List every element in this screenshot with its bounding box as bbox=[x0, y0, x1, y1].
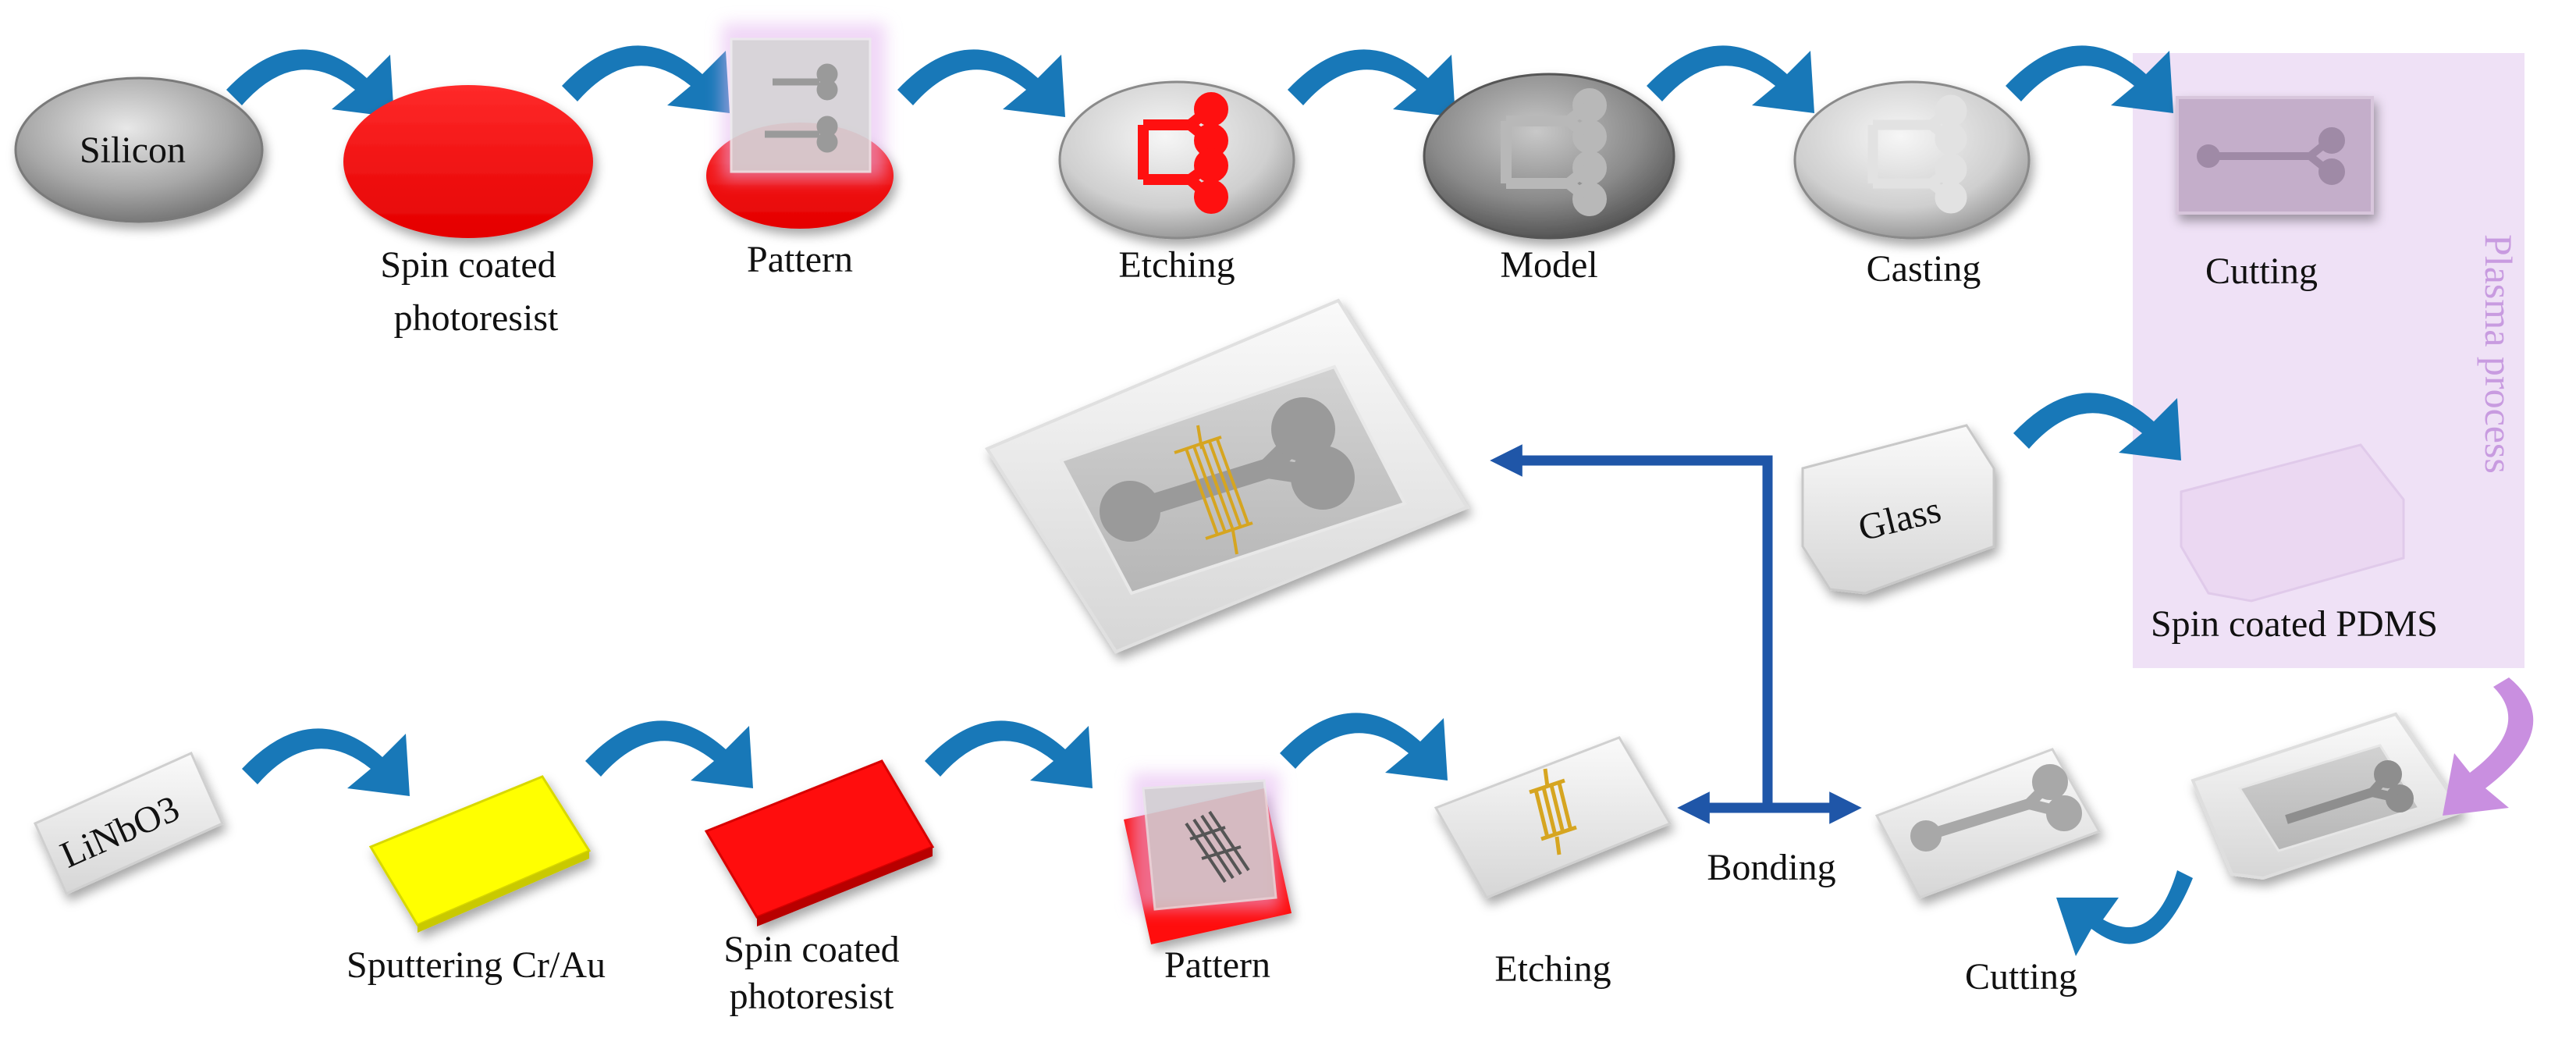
casting-wafer bbox=[1793, 80, 2031, 240]
bottom-etched-substrate bbox=[1434, 736, 1672, 899]
silicon-wafer bbox=[14, 76, 264, 223]
arrow-model-to-casting bbox=[1647, 45, 1814, 113]
arrow-spin-to-pattern-bottom bbox=[925, 720, 1093, 788]
photomask bbox=[730, 37, 872, 173]
arrow-pattern-to-etching bbox=[897, 49, 1065, 117]
model-label: Model bbox=[1500, 244, 1597, 286]
pattern-top-label: Pattern bbox=[747, 239, 853, 280]
cutting-top-label: Cutting bbox=[2205, 251, 2318, 292]
mask-channel-pattern bbox=[765, 63, 838, 153]
bottom-etching-label: Etching bbox=[1494, 948, 1611, 990]
spin-coated-photoresist-wafer bbox=[343, 85, 593, 238]
bottom-pattern-label: Pattern bbox=[1164, 944, 1270, 986]
spin-coated-pdms-label: Spin coated PDMS bbox=[2151, 603, 2438, 645]
bonded-to-cutting-arrow bbox=[2056, 870, 2193, 956]
plasma-to-bonded-arrow bbox=[2443, 677, 2534, 816]
arrow-glass-to-pdms bbox=[2013, 393, 2181, 460]
arrow-sputter-to-spin bbox=[585, 720, 753, 788]
arrow-linbo3-to-sputter bbox=[242, 728, 410, 796]
pdms-channel bbox=[1910, 764, 2082, 852]
linbo3-substrate bbox=[34, 752, 224, 895]
model-wafer bbox=[1423, 73, 1675, 240]
device-electrodes bbox=[1174, 425, 1253, 555]
spin-coated-pdms-slide bbox=[2180, 443, 2405, 603]
sputtered-cr-au-substrate bbox=[368, 775, 592, 933]
cut-pdms-for-bonding bbox=[1874, 748, 2102, 899]
cut-pdms-block bbox=[2176, 96, 2374, 215]
bonding-label: Bonding bbox=[1707, 847, 1835, 888]
bonding-to-device-arrow bbox=[1490, 444, 1773, 808]
glass-slide bbox=[1801, 424, 1995, 595]
device-channel bbox=[1100, 397, 1355, 542]
bottom-row-arrows bbox=[242, 713, 1448, 796]
arrow-spin-to-pattern bbox=[562, 45, 730, 113]
plasma-process-label: Plasma process bbox=[2477, 234, 2521, 474]
casting-label: Casting bbox=[1867, 248, 1981, 290]
arrow-pattern-to-etching-bottom bbox=[1280, 713, 1448, 781]
arrow-casting-to-cutting bbox=[2006, 45, 2173, 113]
spin-coated-label-line1: Spin coated bbox=[380, 244, 556, 286]
top-row-arrows bbox=[226, 45, 2181, 460]
bottom-spin-coated-line2: photoresist bbox=[730, 976, 894, 1017]
etching-top-label: Etching bbox=[1118, 244, 1235, 286]
bottom-pattern-substrate bbox=[1124, 773, 1292, 944]
gold-idt-electrodes bbox=[1529, 768, 1577, 855]
etched-wafer bbox=[1058, 80, 1295, 240]
bottom-mask-electrodes bbox=[1185, 810, 1250, 884]
red-resist-channels bbox=[1138, 92, 1228, 214]
sputtering-label: Sputtering Cr/Au bbox=[346, 944, 606, 986]
arrow-silicon-to-spin bbox=[226, 49, 394, 117]
final-saw-microfluidic-device bbox=[985, 298, 1469, 654]
arrow-etching-to-model bbox=[1288, 49, 1455, 117]
bottom-cutting-label: Cutting bbox=[1965, 956, 2077, 997]
bonding-arrows bbox=[1490, 444, 1862, 824]
spin-coated-label-line2: photoresist bbox=[394, 297, 559, 339]
casting-channels bbox=[1867, 94, 1967, 214]
pattern-wafer bbox=[706, 23, 894, 229]
model-channels bbox=[1501, 88, 1607, 216]
bottom-spin-coated-line1: Spin coated bbox=[723, 929, 899, 970]
silicon-label: Silicon bbox=[80, 130, 186, 171]
bottom-spin-coated-photoresist bbox=[704, 759, 935, 926]
pdms-bonded-glass bbox=[2190, 712, 2465, 880]
